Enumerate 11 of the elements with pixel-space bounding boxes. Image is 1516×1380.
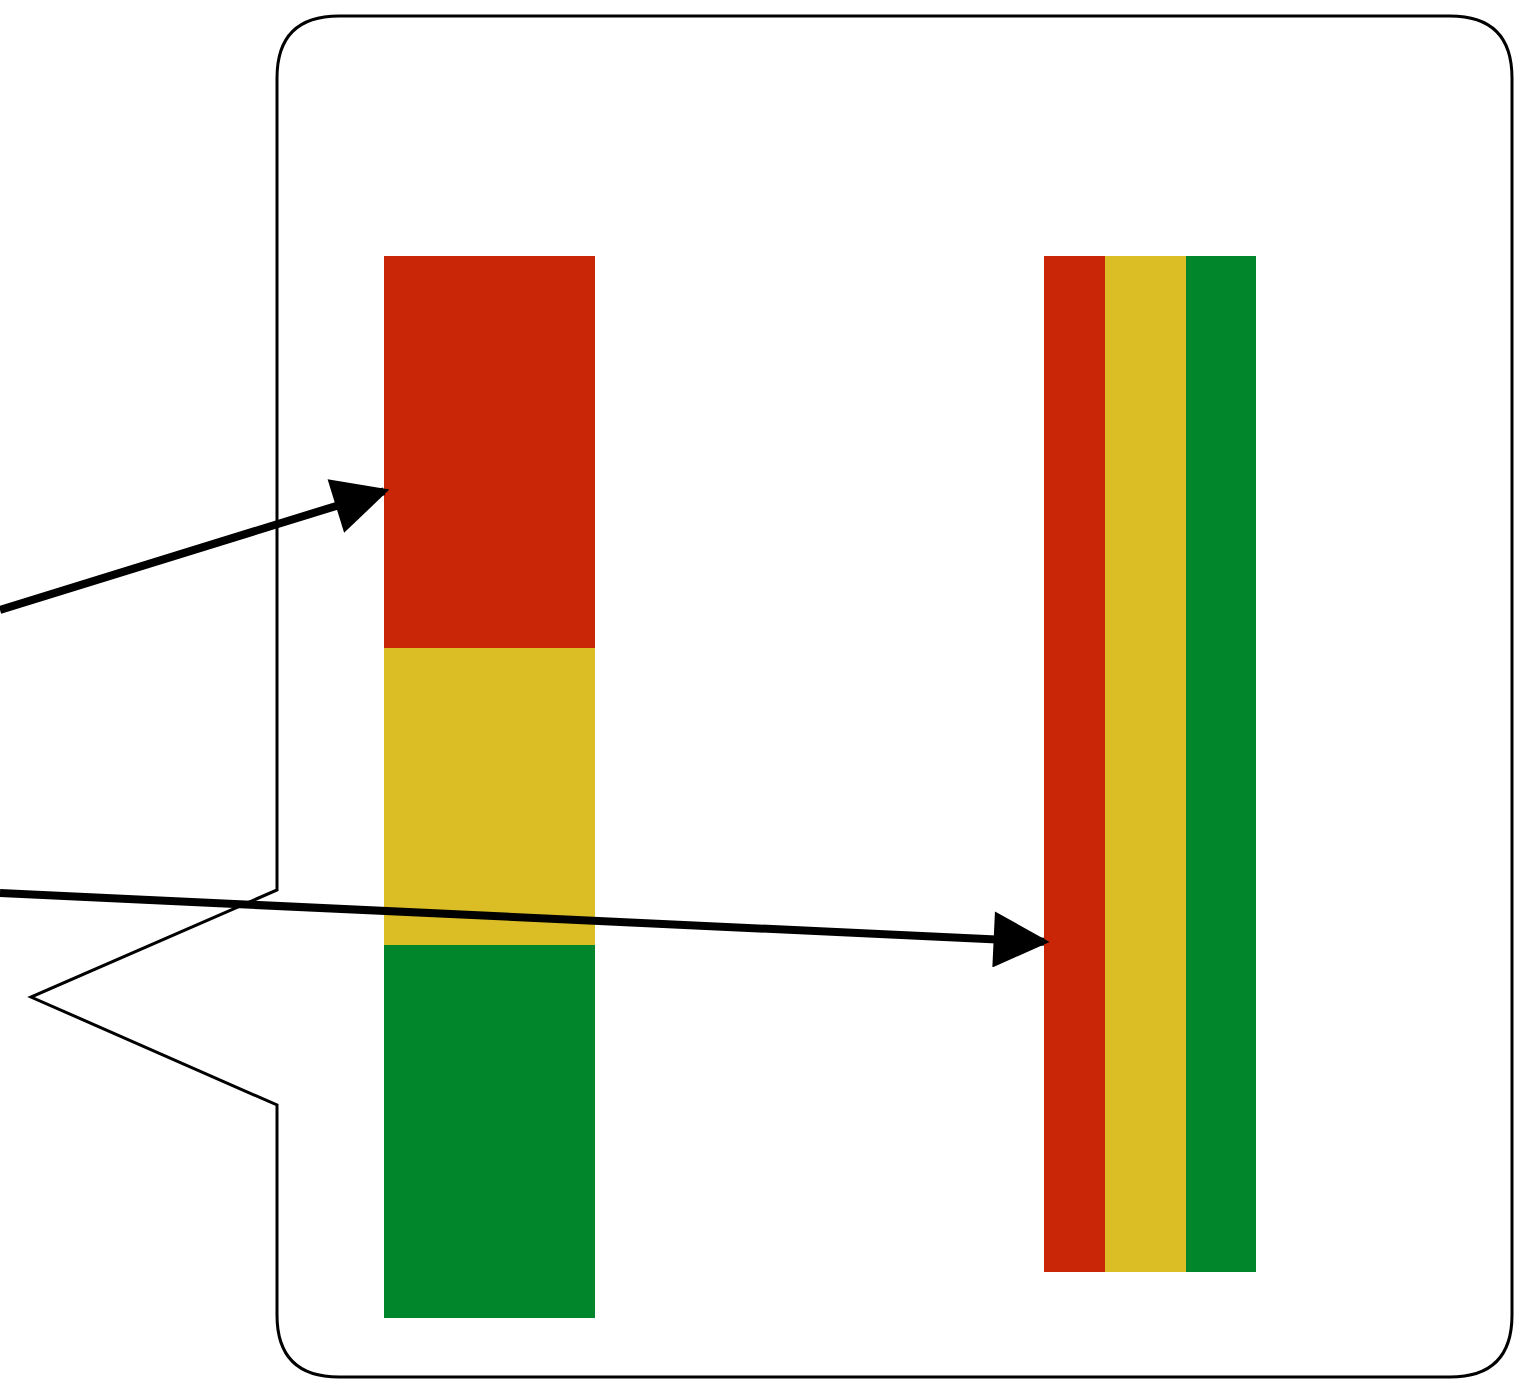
bar-segment	[384, 256, 595, 648]
bar-segment	[1044, 256, 1105, 1272]
bar-segment	[1105, 256, 1186, 1272]
arrow	[0, 479, 390, 614]
arrow	[0, 889, 1050, 968]
stacked-bar	[1044, 256, 1256, 1272]
stacked-bar	[384, 256, 595, 1318]
callout-bubble	[30, 14, 1514, 1380]
bar-segment	[384, 648, 595, 945]
bar-segment	[384, 945, 595, 1318]
bar-segment	[1186, 256, 1256, 1272]
